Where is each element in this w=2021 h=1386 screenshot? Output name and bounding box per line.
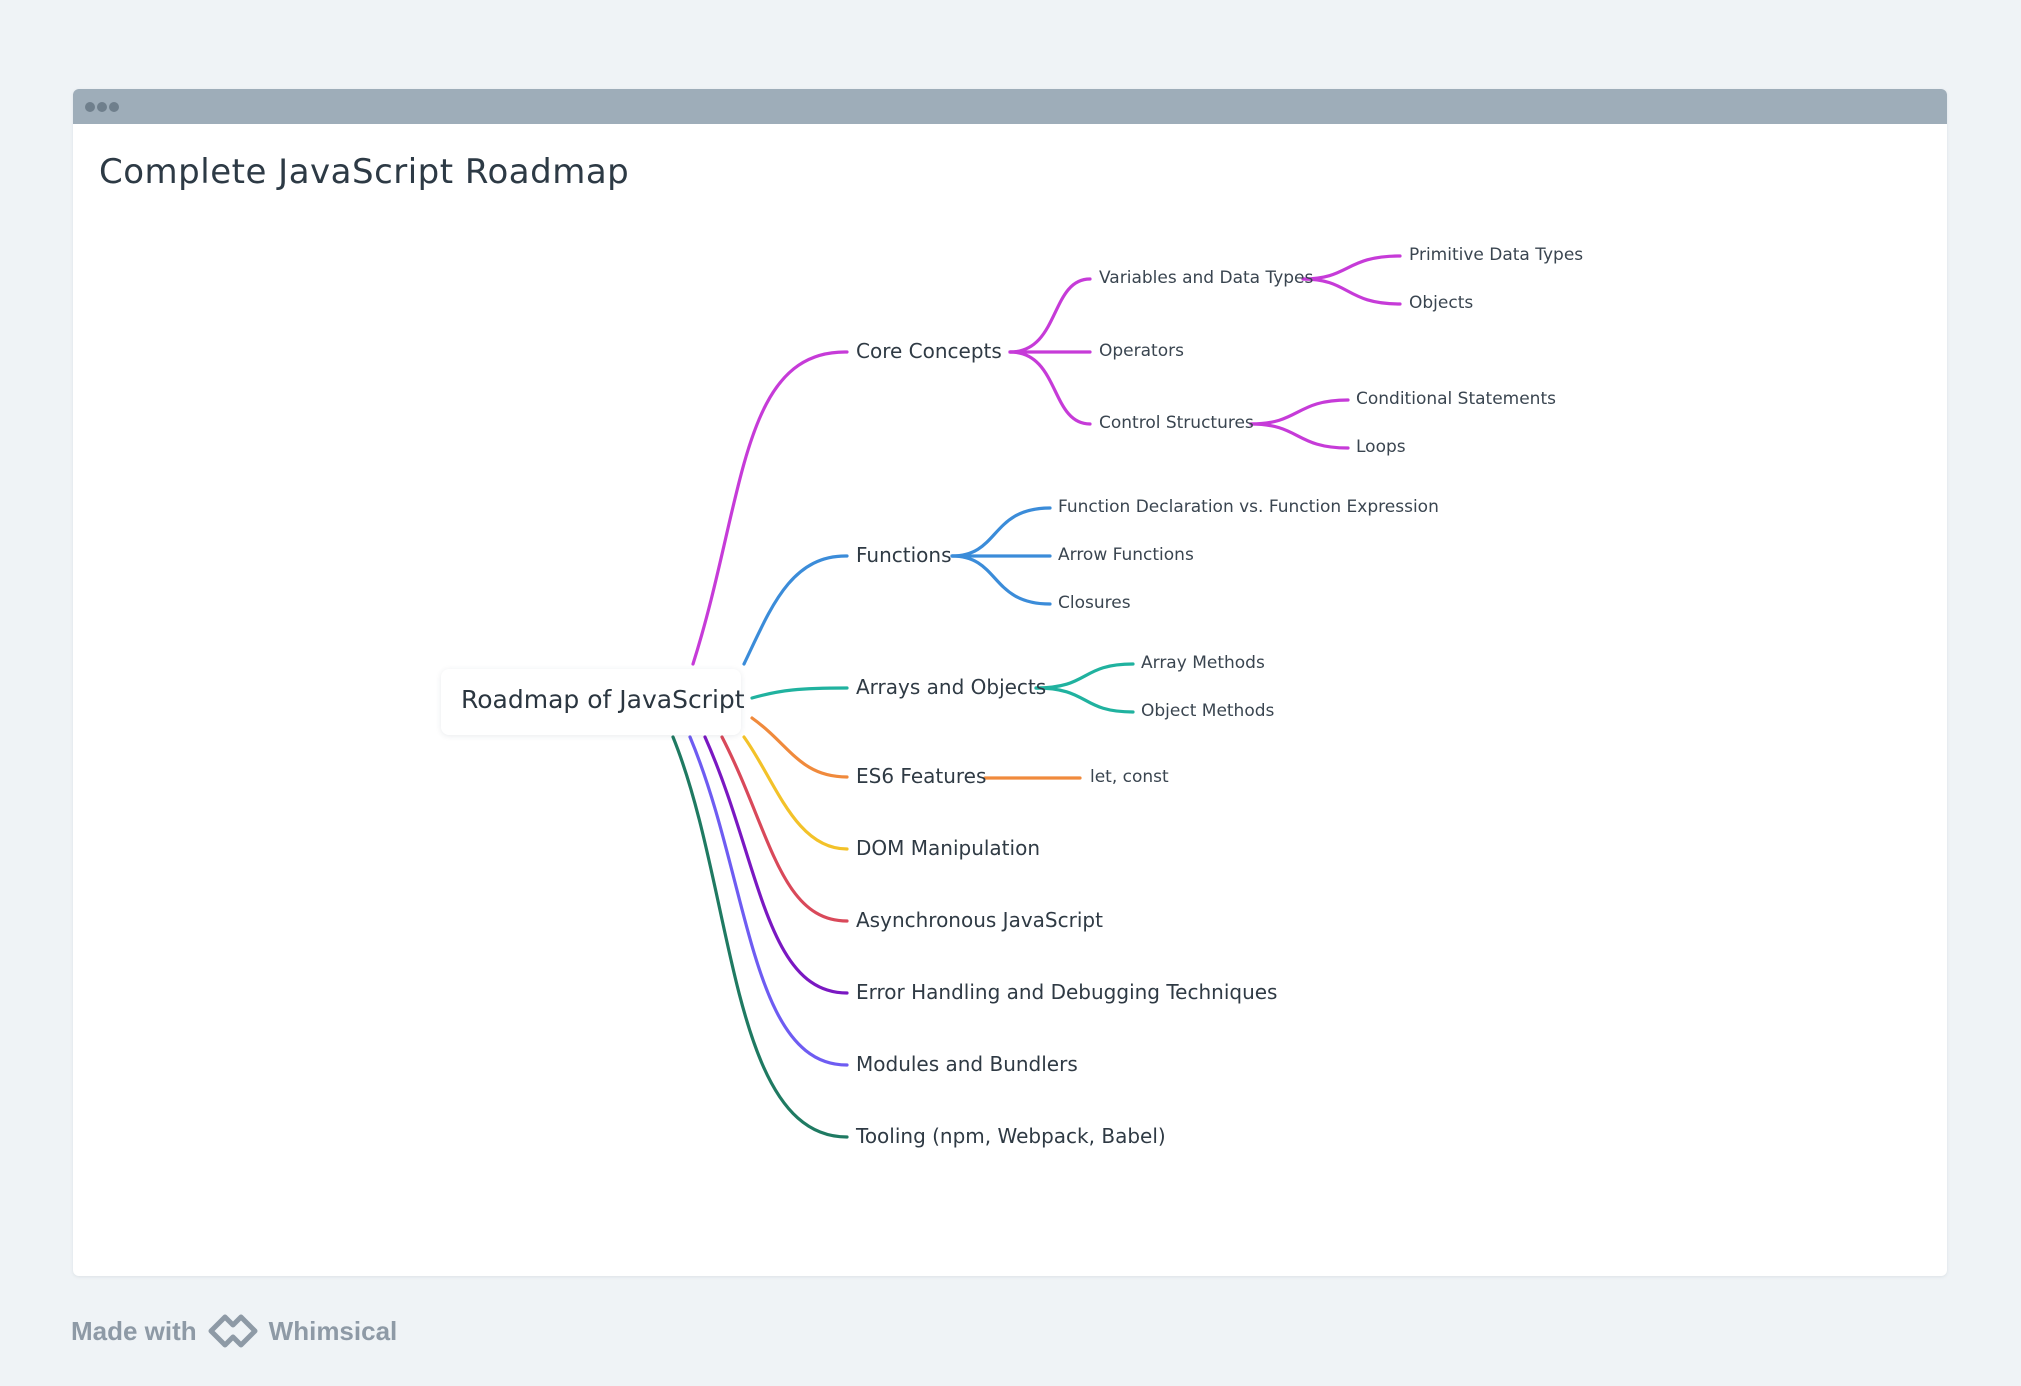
- node-object-methods[interactable]: Object Methods: [1141, 701, 1275, 721]
- node-loops[interactable]: Loops: [1356, 437, 1406, 457]
- whimsical-brand: Whimsical: [268, 1315, 398, 1346]
- connector-objects: [1301, 277, 1402, 306]
- node-array-methods[interactable]: Array Methods: [1141, 653, 1265, 673]
- node-control-structures[interactable]: Control Structures: [1099, 413, 1254, 433]
- node-dom-manipulation[interactable]: DOM Manipulation: [856, 836, 1040, 860]
- connector-variables: [1008, 277, 1092, 354]
- window-dot-icon: [109, 102, 119, 112]
- node-error-handling[interactable]: Error Handling and Debugging Techniques: [856, 980, 1278, 1004]
- node-function-declaration[interactable]: Function Declaration vs. Function Expres…: [1058, 497, 1439, 517]
- connector-errors: [703, 735, 849, 995]
- board-title: Complete JavaScript Roadmap: [99, 152, 630, 192]
- node-primitive-data-types[interactable]: Primitive Data Types: [1409, 245, 1584, 265]
- node-es6-features[interactable]: ES6 Features: [856, 764, 987, 788]
- node-arrow-functions[interactable]: Arrow Functions: [1058, 545, 1194, 565]
- connector-fn-declaration: [950, 506, 1052, 558]
- connector-async: [720, 735, 849, 923]
- node-closures[interactable]: Closures: [1058, 593, 1131, 613]
- connector-loops: [1249, 422, 1350, 450]
- node-core-concepts[interactable]: Core Concepts: [856, 339, 1002, 363]
- connector-array-methods: [1034, 662, 1135, 690]
- node-functions[interactable]: Functions: [856, 543, 952, 567]
- connector-object-methods: [1034, 686, 1135, 714]
- made-with-label: Made with: [71, 1315, 197, 1346]
- node-let-const[interactable]: let, const: [1090, 767, 1169, 787]
- connector-dom: [742, 735, 849, 851]
- root-node[interactable]: Roadmap of JavaScript: [461, 685, 745, 714]
- root-node-card[interactable]: [441, 669, 741, 735]
- node-variables-data-types[interactable]: Variables and Data Types: [1099, 268, 1314, 288]
- window-titlebar: [73, 89, 1947, 124]
- window-dot-icon: [97, 102, 107, 112]
- connector-conditional: [1249, 398, 1350, 426]
- connector-control: [1008, 350, 1092, 426]
- whimsical-logo-icon: [208, 1314, 258, 1348]
- connector-core-concepts: [691, 350, 849, 666]
- connector-functions: [742, 554, 849, 666]
- connector-closures: [950, 554, 1052, 606]
- node-operators[interactable]: Operators: [1099, 341, 1184, 361]
- node-objects[interactable]: Objects: [1409, 293, 1474, 313]
- connector-arrays-objects: [750, 686, 849, 700]
- window-dot-icon: [85, 102, 95, 112]
- connector-es6: [750, 716, 849, 779]
- connector-primitive: [1301, 254, 1402, 281]
- connector-tooling: [671, 735, 849, 1139]
- made-with-footer[interactable]: Made with Whimsical: [71, 1313, 397, 1349]
- node-tooling[interactable]: Tooling (npm, Webpack, Babel): [856, 1124, 1166, 1148]
- node-modules-bundlers[interactable]: Modules and Bundlers: [856, 1052, 1078, 1076]
- node-async-javascript[interactable]: Asynchronous JavaScript: [856, 908, 1103, 932]
- node-arrays-objects[interactable]: Arrays and Objects: [856, 675, 1047, 699]
- board-window: Complete JavaScript Roadmap: [73, 89, 1947, 1276]
- node-conditional-statements[interactable]: Conditional Statements: [1356, 389, 1556, 409]
- connector-modules: [688, 735, 849, 1067]
